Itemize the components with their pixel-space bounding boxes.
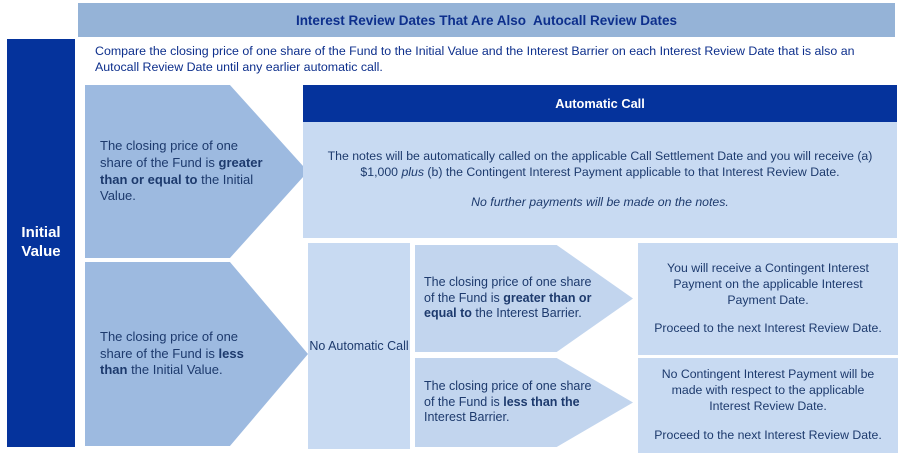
text-segment: The closing price of one share of the Fu… <box>424 379 592 409</box>
text-segment: The notes will be automatically called o… <box>327 149 873 179</box>
arrow-price-ge-interest-barrier: The closing price of one share of the Fu… <box>415 245 633 352</box>
text-segment-bold: less than <box>100 345 244 378</box>
text-segment: the Interest Barrier. <box>471 306 582 321</box>
text-segment-bold: greater than or equal to <box>100 154 263 187</box>
text-segment-bold: less than the <box>503 394 580 409</box>
arrow-price-lt-interest-barrier-text: The closing price of one share of the Fu… <box>424 379 594 426</box>
arrow-price-ge-interest-barrier-text: The closing price of one share of the Fu… <box>424 275 594 322</box>
arrow-price-lt-initial-value: The closing price of one share of the Fu… <box>85 262 308 446</box>
arrow-price-ge-initial-value-text: The closing price of one share of the Fu… <box>100 138 272 205</box>
intro-text: Compare the closing price of one share o… <box>95 44 855 74</box>
outcome-contingent-payment-box: You will receive a Contingent Interest P… <box>638 243 898 355</box>
text-segment: The closing price of one share of the Fu… <box>100 138 239 170</box>
outcome-contingent-payment-proceed: Proceed to the next Interest Review Date… <box>654 321 882 336</box>
text-segment: (b) the Contingent Interest Payment appl… <box>424 165 840 179</box>
text-segment-bold: greater than or equal to <box>424 290 592 321</box>
page-title: Interest Review Dates That Are Also Auto… <box>295 12 678 28</box>
text-segment: The closing price of one share of the Fu… <box>100 329 239 361</box>
text-segment: the Initial Value. <box>100 171 254 204</box>
outcome-no-payment-proceed: Proceed to the next Interest Review Date… <box>654 427 882 442</box>
text-segment-italic: plus <box>401 165 424 179</box>
initial-value-label: Initial Value <box>21 224 61 260</box>
initial-value-sidebar: Initial Value <box>7 39 75 447</box>
automatic-call-note: No further payments will be made on the … <box>471 194 729 209</box>
arrow-price-lt-interest-barrier: The closing price of one share of the Fu… <box>415 358 633 447</box>
outcome-no-payment-box: No Contingent Interest Payment will be m… <box>638 358 898 453</box>
arrow-price-ge-initial-value: The closing price of one share of the Fu… <box>85 85 308 258</box>
no-automatic-call-label: No Automatic Call <box>309 338 409 353</box>
outcome-no-payment-text: No Contingent Interest Payment will be m… <box>661 367 875 413</box>
text-segment: The closing price of one share of the Fu… <box>424 275 592 305</box>
outcome-contingent-payment-text: You will receive a Contingent Interest P… <box>667 260 869 307</box>
automatic-call-header: Automatic Call <box>303 85 897 122</box>
automatic-call-body: The notes will be automatically called o… <box>303 122 897 238</box>
automatic-call-description: The notes will be automatically called o… <box>326 149 874 181</box>
arrow-price-lt-initial-value-text: The closing price of one share of the Fu… <box>100 329 272 379</box>
text-segment: Interest Barrier. <box>424 410 510 425</box>
title-bar: Interest Review Dates That Are Also Auto… <box>78 3 895 37</box>
text-segment: the Initial Value. <box>127 362 223 378</box>
no-automatic-call-box: No Automatic Call <box>308 243 410 449</box>
automatic-call-header-label: Automatic Call <box>555 96 645 111</box>
